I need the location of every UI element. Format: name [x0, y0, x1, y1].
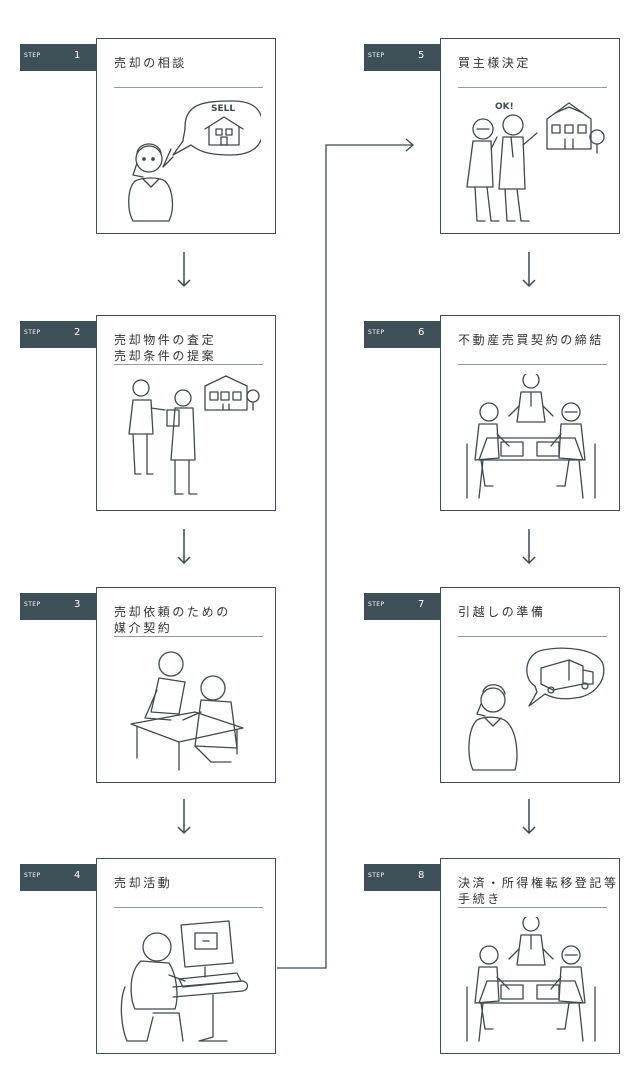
step-word: STEP	[24, 329, 41, 336]
step-card-2: STEP 2 売却物件の査定 売却条件の提案	[20, 315, 276, 511]
illustration-meeting-three-people	[457, 917, 605, 1045]
title-divider	[114, 636, 263, 637]
title-divider	[458, 87, 607, 88]
step-word: STEP	[24, 52, 41, 59]
step-card-3: STEP 3 売却依頼のための 媒介契約	[20, 587, 276, 783]
title-divider	[458, 907, 607, 908]
down-arrow-icon	[174, 797, 194, 837]
illustration-person-computer	[113, 917, 261, 1045]
illustration-contract-signing-table	[113, 646, 261, 774]
step-word: STEP	[368, 872, 385, 879]
step-title: 売却の相談	[114, 56, 188, 70]
step-tag: STEP 1	[20, 44, 97, 71]
sell-sign-text: SELL	[211, 104, 235, 114]
step-word: STEP	[368, 329, 385, 336]
step-number: 8	[418, 870, 425, 881]
step-card-7: STEP 7 引越しの準備	[364, 587, 620, 783]
step-number: 4	[74, 870, 81, 881]
step-tag: STEP 3	[20, 593, 97, 620]
step-word: STEP	[368, 601, 385, 608]
illustration-buyers-ok-house: OK!	[457, 97, 605, 225]
step-word: STEP	[368, 52, 385, 59]
step-number: 6	[418, 327, 425, 338]
step-title: 引越しの準備	[458, 605, 546, 619]
step-title: 売却活動	[114, 876, 173, 890]
title-divider	[458, 636, 607, 637]
step-title: 不動産売買契約の締結	[458, 333, 605, 347]
step-card-8: STEP 8 決済・所得権転移登記等 手続き	[364, 858, 620, 1054]
down-arrow-icon	[519, 250, 539, 290]
step-tag: STEP 8	[364, 864, 441, 891]
step-number: 1	[74, 50, 81, 61]
step-word: STEP	[24, 872, 41, 879]
step-number: 3	[74, 599, 81, 610]
illustration-meeting-three-people	[457, 374, 605, 502]
down-arrow-icon	[174, 250, 194, 290]
illustration-person-phone-truck	[457, 646, 605, 774]
step-tag: STEP 7	[364, 593, 441, 620]
step-card-4: STEP 4 売却活動	[20, 858, 276, 1054]
step-card-6: STEP 6 不動産売買契約の締結	[364, 315, 620, 511]
step-tag: STEP 4	[20, 864, 97, 891]
step-title: 買主様決定	[458, 56, 532, 70]
illustration-agent-appraisal-house	[113, 374, 261, 502]
down-arrow-icon	[174, 527, 194, 567]
title-divider	[114, 364, 263, 365]
step-tag: STEP 5	[364, 44, 441, 71]
step-title: 売却依頼のための 媒介契約	[114, 605, 231, 635]
step-tag: STEP 6	[364, 321, 441, 348]
step-card-5: STEP 5 買主様決定 OK!	[364, 38, 620, 234]
illustration-person-phone-sell-house: SELL	[113, 97, 261, 225]
down-arrow-icon	[519, 797, 539, 837]
step-number: 5	[418, 50, 425, 61]
down-arrow-icon	[519, 527, 539, 567]
step-title: 売却物件の査定 売却条件の提案	[114, 333, 217, 363]
title-divider	[114, 907, 263, 908]
title-divider	[114, 87, 263, 88]
step-number: 7	[418, 599, 425, 610]
step-word: STEP	[24, 601, 41, 608]
step-card-1: STEP 1 売却の相談 SELL	[20, 38, 276, 234]
step-title: 決済・所得権転移登記等 手続き	[458, 876, 619, 906]
ok-exclamation-text: OK!	[495, 102, 514, 112]
step-tag: STEP 2	[20, 321, 97, 348]
step-number: 2	[74, 327, 81, 338]
title-divider	[458, 364, 607, 365]
